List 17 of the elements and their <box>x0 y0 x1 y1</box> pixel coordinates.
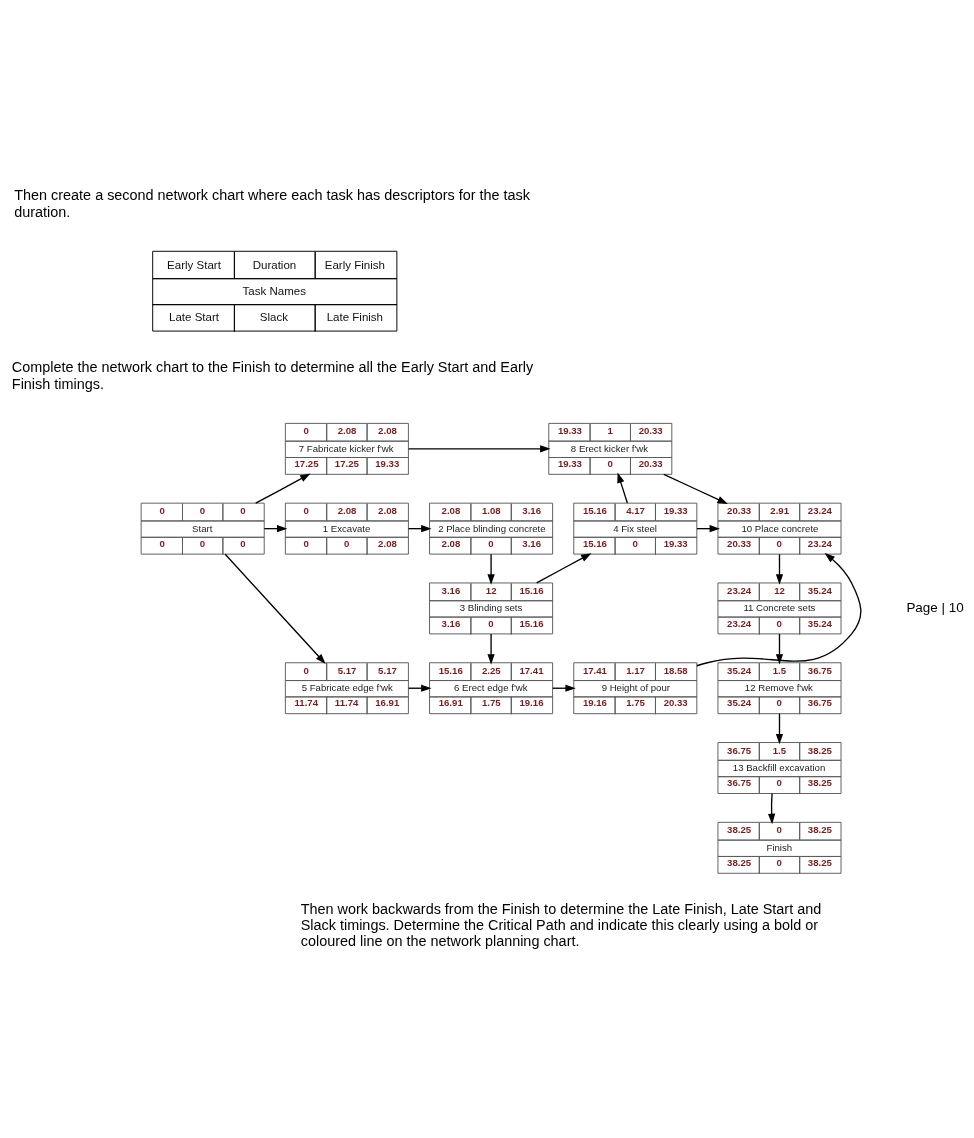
label: Then create a second network chart where each task has descriptors for the task duration. <box>14 186 530 220</box>
label: Complete the network chart to the Finish to determine all the Early Start and Early Finish timings. <box>11 358 534 392</box>
label: Page | 10 <box>906 599 964 615</box>
arrow <box>487 553 495 585</box>
arrow <box>768 792 776 824</box>
arrow <box>487 632 495 665</box>
arrow <box>663 473 728 504</box>
arrow <box>775 712 784 744</box>
arrow <box>775 553 784 585</box>
arrow <box>617 472 629 504</box>
arrow <box>536 552 592 584</box>
arrow <box>255 472 311 504</box>
arrow <box>775 632 784 665</box>
arrow <box>696 552 862 666</box>
arrow <box>224 553 326 664</box>
arrow <box>407 444 551 452</box>
label: Then work backwards from the Finish to determine the Late Finish, Late Start and Slack timings. Determine the Critical Path and indicate this clearly using a bold or coloured line on the network planning chart. <box>300 900 822 949</box>
